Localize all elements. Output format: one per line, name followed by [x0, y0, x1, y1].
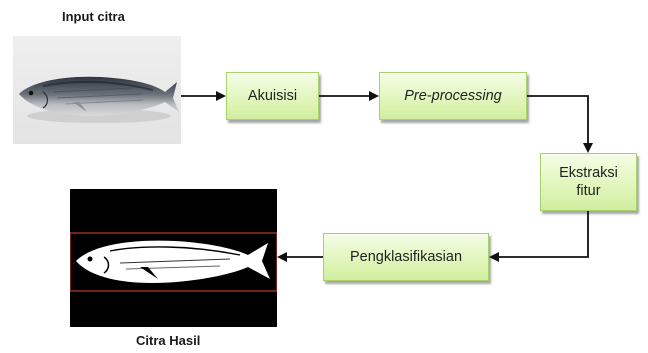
arrow-preprocessing-to-ekstraksi: [527, 96, 588, 151]
arrow-ekstraksi-to-klasifikasi: [491, 211, 588, 257]
